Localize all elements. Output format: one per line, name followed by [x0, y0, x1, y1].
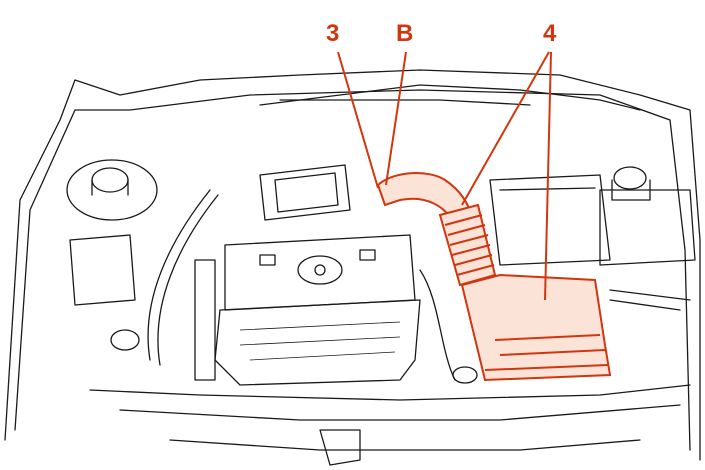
leader-3	[337, 51, 379, 189]
leader-4a	[461, 51, 550, 206]
body-outline	[4, 69, 701, 466]
air-filter-box	[460, 273, 612, 382]
callout-b-label: B	[396, 20, 414, 47]
engine-block	[194, 234, 421, 386]
callout-3-label: 3	[326, 20, 340, 47]
callout-leaders	[337, 51, 552, 301]
leader-b	[385, 51, 407, 186]
ecu-box	[259, 164, 351, 221]
battery-box	[489, 174, 611, 266]
air-intake-highlight	[376, 172, 612, 382]
air-hose	[376, 172, 472, 227]
callout-4-label: 4	[543, 20, 557, 47]
reservoir-right	[599, 166, 696, 266]
strut-tower-left	[66, 159, 158, 221]
leader-4b	[544, 51, 552, 301]
hoses	[69, 189, 691, 384]
